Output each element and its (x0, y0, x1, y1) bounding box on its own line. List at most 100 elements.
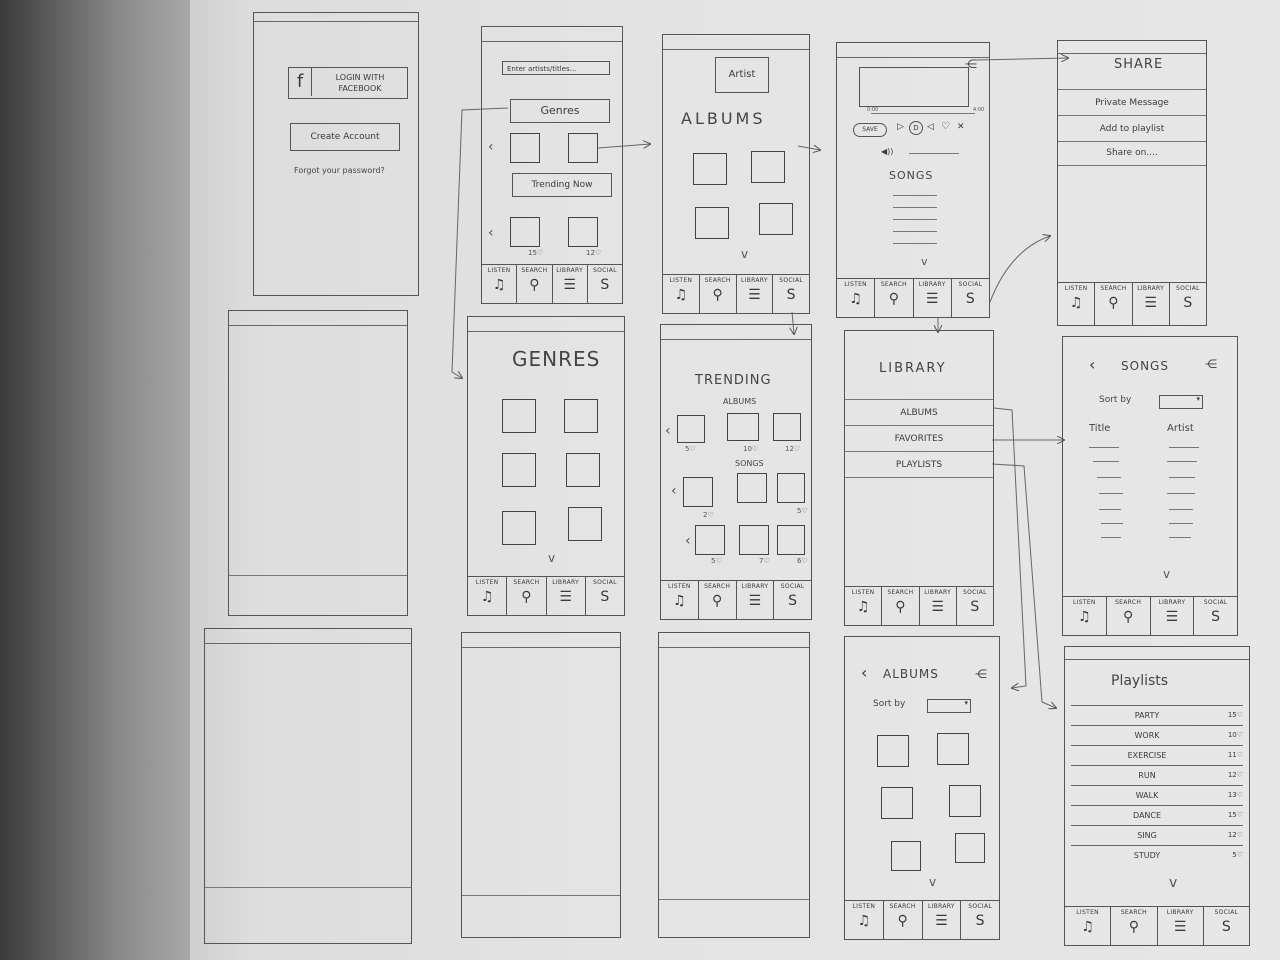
back-icon[interactable]: ‹ (1089, 355, 1096, 374)
create-account-button[interactable]: Create Account (290, 123, 400, 151)
facebook-login-button[interactable]: f LOGIN WITH FACEBOOK (288, 67, 408, 99)
trending-now-button[interactable]: Trending Now (512, 173, 612, 197)
nav-library[interactable]: LIBRARY☰ (737, 275, 774, 313)
more-chevron-icon[interactable]: v (1169, 875, 1178, 891)
library-item-albums[interactable]: ALBUMS (845, 401, 993, 426)
song-tile[interactable] (737, 473, 767, 503)
nav-library[interactable]: LIBRARY☰ (914, 279, 952, 317)
library-item-playlists[interactable]: PLAYLISTS (845, 453, 993, 478)
nav-search[interactable]: SEARCH⚲ (517, 265, 553, 303)
nav-listen[interactable]: LISTEN♫ (663, 275, 700, 313)
album-tile[interactable] (727, 413, 759, 441)
nav-listen[interactable]: LISTEN♫ (1058, 283, 1096, 325)
search-input[interactable]: Enter artists/titles... (502, 61, 610, 75)
nav-listen[interactable]: LISTEN♫ (845, 901, 884, 939)
nav-search[interactable]: SEARCH⚲ (699, 581, 737, 619)
download-icon[interactable]: D (909, 121, 923, 135)
nav-listen[interactable]: LISTEN♫ (1063, 597, 1107, 635)
nav-search[interactable]: SEARCH⚲ (884, 901, 923, 939)
heart-icon[interactable]: ♡ (941, 121, 950, 132)
artist-button[interactable]: Artist (715, 57, 769, 93)
song-tile[interactable] (695, 525, 725, 555)
album-tile[interactable] (937, 733, 969, 765)
title-column-header[interactable]: Title (1089, 423, 1111, 434)
volume-icon[interactable]: ◀)) (881, 147, 894, 156)
save-button[interactable]: SAVE (853, 123, 887, 137)
nav-search[interactable]: SEARCH⚲ (1095, 283, 1133, 325)
nav-listen[interactable]: LISTEN♫ (837, 279, 876, 317)
nav-listen[interactable]: LISTEN♫ (845, 587, 883, 625)
nav-search[interactable]: SEARCH⚲ (882, 587, 920, 625)
more-chevron-icon[interactable]: v (741, 247, 749, 261)
genre-tile[interactable] (566, 453, 600, 487)
share-item-add-to-playlist[interactable]: Add to playlist (1058, 117, 1206, 142)
nav-search[interactable]: SEARCH⚲ (700, 275, 737, 313)
album-tile[interactable] (695, 207, 729, 239)
album-tile[interactable] (751, 151, 785, 183)
prev-arrow-icon[interactable]: ‹ (665, 423, 671, 439)
more-chevron-icon[interactable]: v (548, 551, 556, 565)
genres-button[interactable]: Genres (510, 99, 610, 123)
share-icon[interactable]: ⋲ (975, 667, 987, 681)
back-icon[interactable]: ‹ (861, 663, 868, 682)
song-tile[interactable] (683, 477, 713, 507)
nav-library[interactable]: LIBRARY☰ (1158, 907, 1204, 945)
album-tile[interactable] (881, 787, 913, 819)
nav-library[interactable]: LIBRARY☰ (1151, 597, 1195, 635)
song-tile[interactable] (739, 525, 769, 555)
prev-arrow-icon[interactable]: ‹ (488, 139, 494, 155)
nav-library[interactable]: LIBRARY☰ (737, 581, 775, 619)
nav-library[interactable]: LIBRARY☰ (553, 265, 588, 303)
nav-search[interactable]: SEARCH⚲ (507, 577, 547, 615)
album-tile[interactable] (891, 841, 921, 871)
genre-tile[interactable] (502, 511, 536, 545)
more-chevron-icon[interactable]: v (929, 875, 937, 889)
library-item-favorites[interactable]: FAVORITES (845, 427, 993, 452)
nav-search[interactable]: SEARCH⚲ (875, 279, 914, 317)
genre-tile[interactable] (568, 507, 602, 541)
more-chevron-icon[interactable]: v (921, 255, 928, 268)
genre-tile[interactable] (510, 133, 540, 163)
prev-arrow-icon[interactable]: ‹ (488, 225, 494, 241)
skip-icon[interactable]: ◁ (927, 122, 934, 132)
nav-listen[interactable]: LISTEN♫ (1065, 907, 1112, 945)
album-tile[interactable] (877, 735, 909, 767)
nav-library[interactable]: LIBRARY☰ (1133, 283, 1170, 325)
genre-tile[interactable] (502, 399, 536, 433)
share-icon[interactable]: ⋲ (1205, 357, 1217, 371)
trending-tile[interactable] (568, 217, 598, 247)
more-chevron-icon[interactable]: v (1163, 567, 1171, 581)
volume-slider[interactable] (909, 153, 959, 154)
forgot-password-link[interactable]: Forgot your password? (294, 166, 385, 175)
genre-tile[interactable] (502, 453, 536, 487)
album-tile[interactable] (949, 785, 981, 817)
song-tile[interactable] (777, 525, 805, 555)
album-tile[interactable] (677, 415, 705, 443)
nav-search[interactable]: SEARCH⚲ (1107, 597, 1151, 635)
nav-listen[interactable]: LISTEN♫ (482, 265, 518, 303)
album-tile[interactable] (759, 203, 793, 235)
album-tile[interactable] (693, 153, 727, 185)
sort-dropdown[interactable]: ▾ (1159, 395, 1203, 409)
nav-listen[interactable]: LISTEN♫ (661, 581, 699, 619)
trending-tile[interactable] (510, 217, 540, 247)
album-tile[interactable] (773, 413, 801, 441)
progress-bar[interactable] (871, 113, 975, 114)
artist-column-header[interactable]: Artist (1167, 423, 1194, 434)
nav-library[interactable]: LIBRARY☰ (923, 901, 962, 939)
